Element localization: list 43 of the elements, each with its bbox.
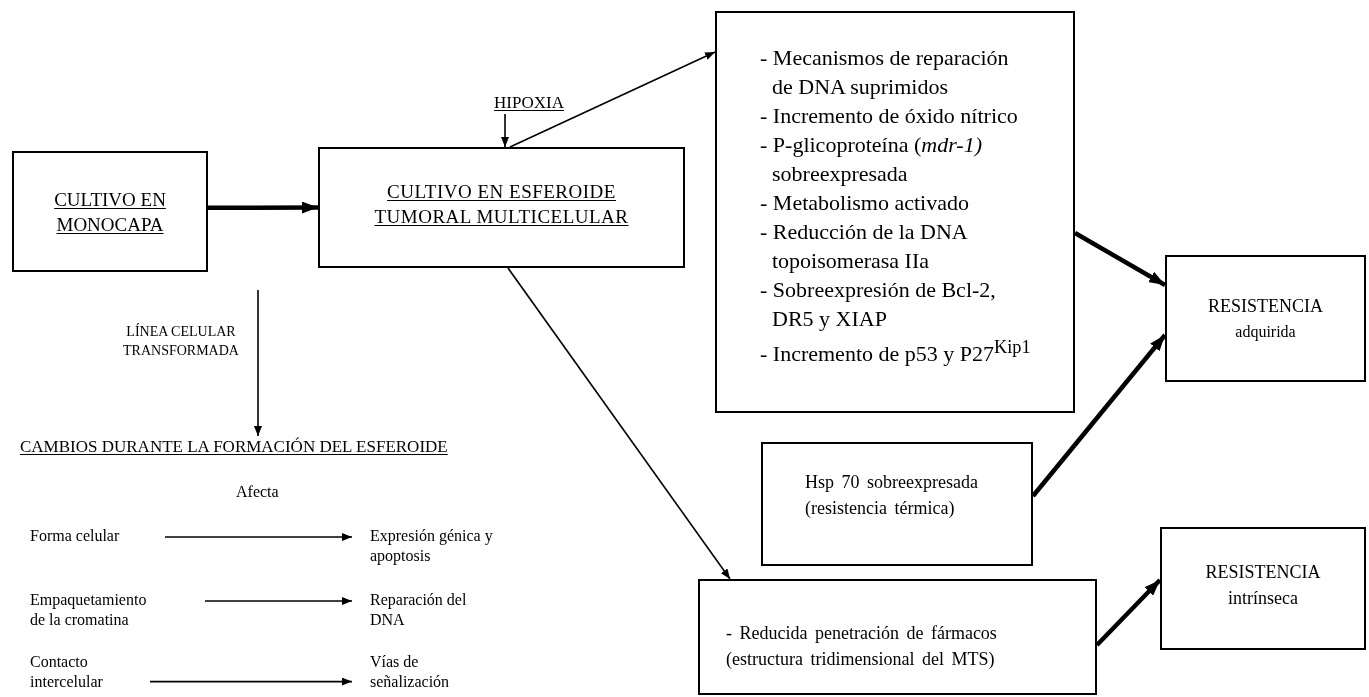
box-text: CULTIVO EN ESFEROIDE TUMORAL MULTICELULAR — [373, 180, 630, 229]
arrow — [254, 289, 262, 437]
process-box — [698, 579, 1097, 695]
list-item: - Reducción de la DNA topoisomerasa IIa — [760, 218, 968, 275]
process-box — [1165, 255, 1366, 382]
box-text: - Reducida penetración de fármacos (estructura tridimensional del MTS) — [726, 622, 998, 671]
process-box — [761, 442, 1033, 566]
flow-text: Vías de señalización — [352, 652, 502, 692]
arrow — [1073, 231, 1167, 287]
arrow — [1095, 578, 1162, 647]
flow-text: CAMBIOS DURANTE LA FORMACIÓN DEL ESFEROIDE — [20, 436, 582, 460]
arrow — [208, 201, 318, 214]
process-box — [12, 151, 208, 272]
list-item: - Incremento de p53 y P27$^{Kip1}$ — [760, 336, 1032, 369]
box-subtext: intrínseca — [1227, 587, 1299, 610]
flow-text: Contacto intercelular — [30, 652, 150, 692]
arrow — [1031, 333, 1167, 498]
note-text: Afecta — [236, 482, 279, 502]
list-item: - Incremento de óxido nítrico — [760, 102, 1019, 130]
box-text: RESISTENCIA — [1207, 295, 1324, 318]
flow-text: HIPOXIA — [488, 92, 570, 114]
list-item: - Metabolismo activado — [760, 189, 970, 217]
flow-text: Empaquetamiento de la cromatina — [30, 590, 205, 630]
box-text: CULTIVO EN MONOCAPA — [53, 188, 167, 237]
list-item: - Mecanismos de reparación de DNA suprimidos — [760, 44, 1010, 101]
arrow — [149, 677, 353, 686]
arrow — [509, 51, 716, 148]
flow-text: Expresión génica y apoptosis — [352, 526, 535, 566]
arrow — [164, 533, 353, 541]
flow-text: Reparación del DNA — [352, 590, 502, 630]
arrow — [204, 597, 353, 605]
arrow — [501, 113, 509, 148]
list-item: - Sobreexpresión de Bcl-2, DR5 y XIAP — [760, 276, 997, 333]
process-box — [715, 11, 1075, 413]
process-box — [318, 147, 685, 268]
list-item: - P-glicoproteína (mdr-1) sobreexpresada — [760, 131, 983, 188]
process-box — [1160, 527, 1366, 650]
edge-label: LÍNEA CELULAR TRANSFORMADA — [122, 322, 240, 360]
box-text: Hsp 70 sobreexpresada (resistencia térmica) — [805, 471, 979, 520]
box-subtext: adquirida — [1234, 322, 1297, 343]
box-text: RESISTENCIA — [1204, 561, 1322, 584]
arrow — [507, 267, 731, 580]
flow-text: Forma celular — [30, 526, 165, 548]
